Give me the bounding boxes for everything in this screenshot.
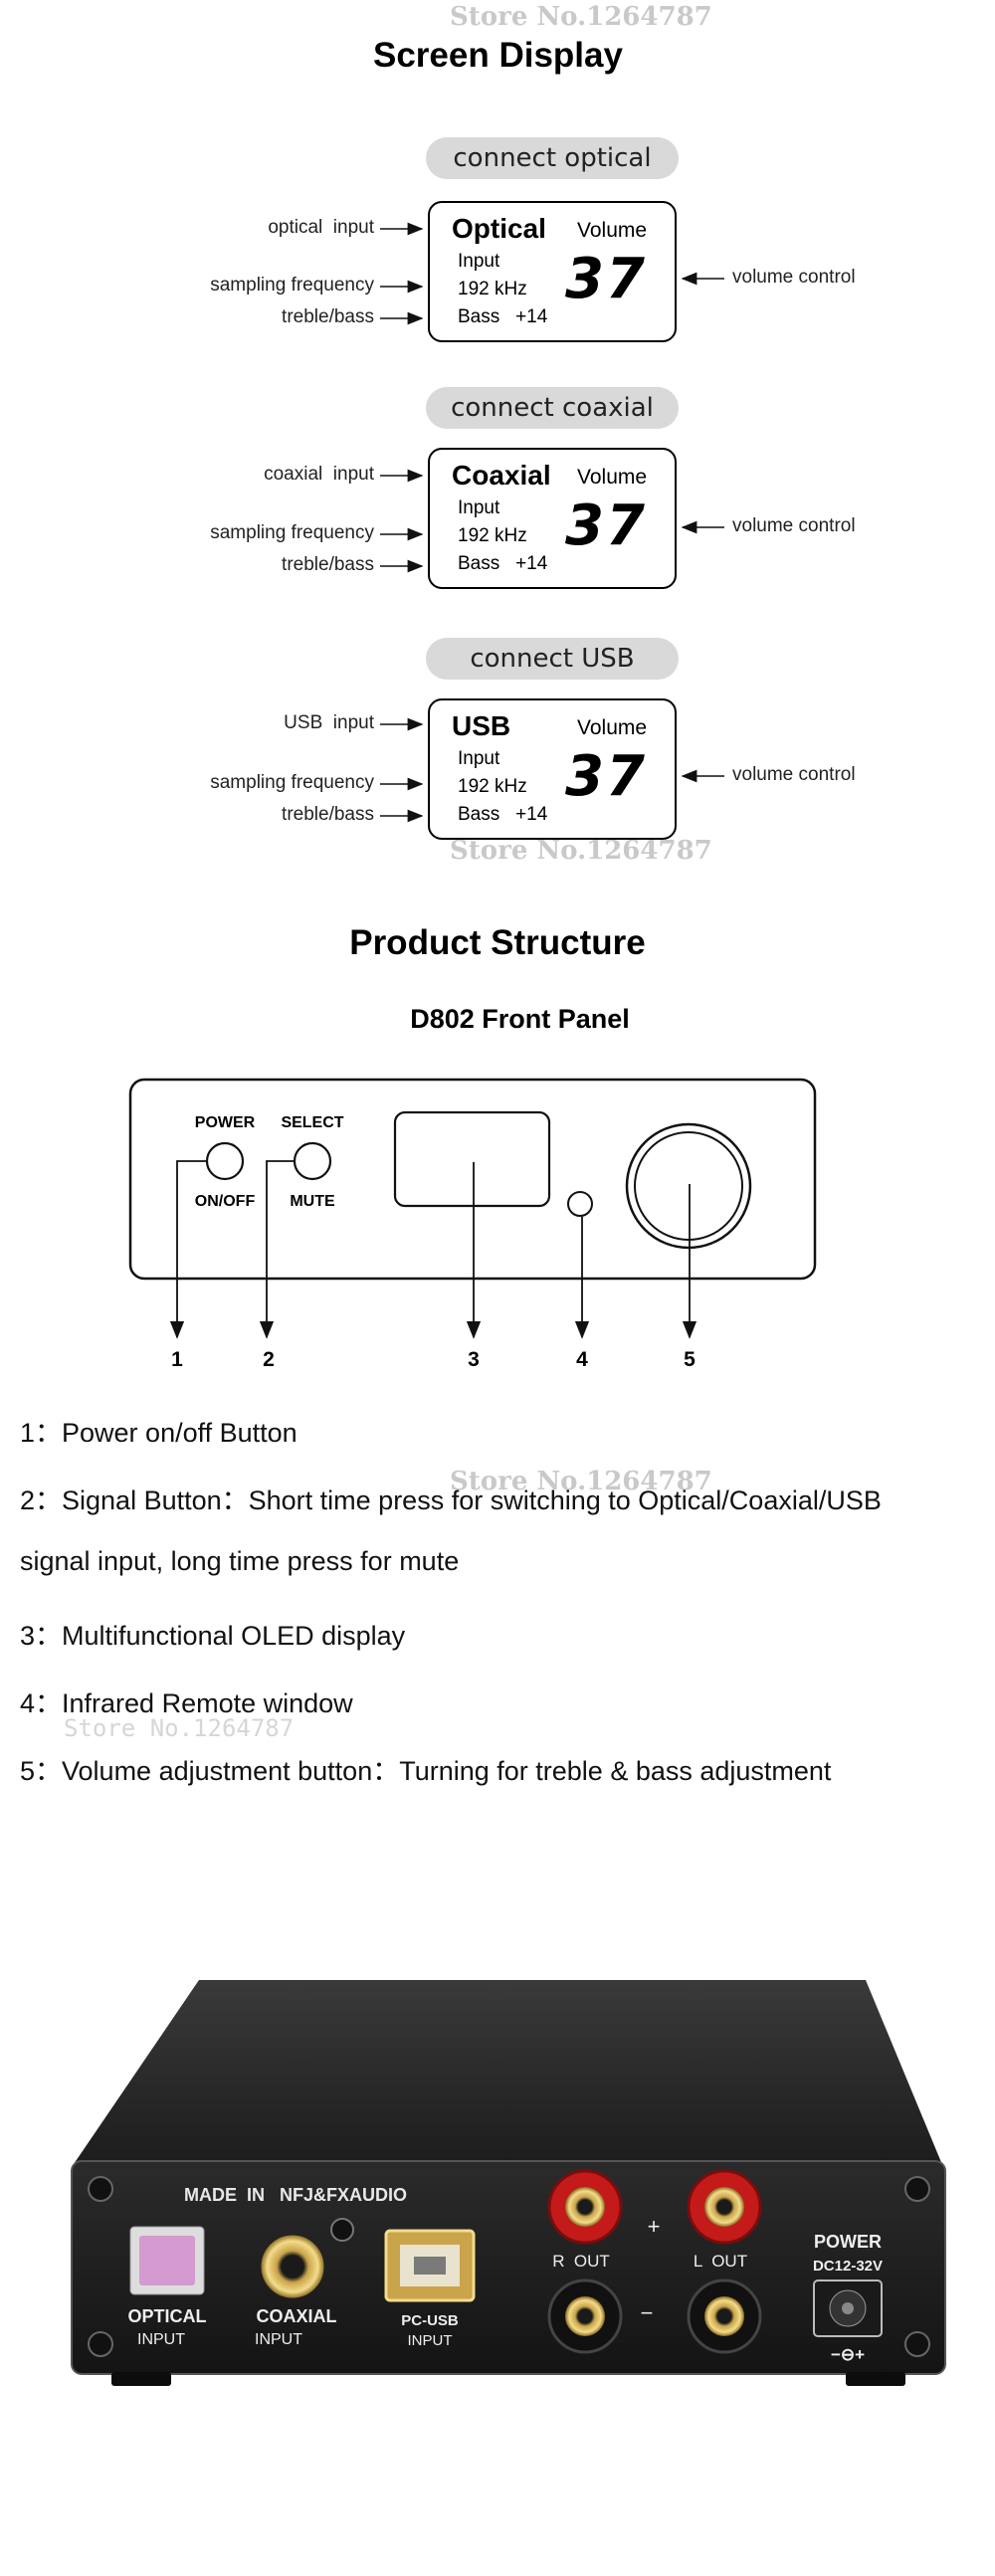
volume-knob <box>625 1122 752 1250</box>
power-label-rear: POWER <box>814 2232 882 2252</box>
screen-volume-label: Volume <box>577 219 648 242</box>
label-volume-control: volume control <box>732 764 856 785</box>
dc-voltage-label: DC12-32V <box>813 2258 883 2275</box>
screw-icon <box>904 2176 930 2202</box>
callout-1: 1 <box>171 1348 183 1371</box>
callout-4: 4 <box>576 1348 588 1371</box>
screen-mode-title: Coaxial <box>452 460 551 491</box>
label-sampling-frequency: sampling frequency <box>210 772 374 793</box>
oled-screen-usb: USB Volume Input 192 kHz Bass +14 37 <box>428 698 677 840</box>
foot-left <box>111 2372 171 2386</box>
oled-screen-coaxial: Coaxial Volume Input 192 kHz Bass +14 37 <box>428 448 677 589</box>
made-in-label: MADE IN NFJ&FXAUDIO <box>184 2185 407 2205</box>
usb-label: PC-USB <box>401 2312 459 2329</box>
screen-input-label: Input <box>458 497 500 518</box>
rear-panel-photo: MADE IN NFJ&FXAUDIO OPTICAL INPUT COAXIA… <box>71 1980 946 2386</box>
label-optical-input: optical input <box>268 217 374 238</box>
label-volume-control: volume control <box>732 515 856 536</box>
screen-volume-label: Volume <box>577 466 648 489</box>
label-volume-control: volume control <box>732 267 856 288</box>
r-out-label: R OUT <box>552 2252 610 2271</box>
l-out-label: L OUT <box>694 2252 747 2271</box>
screen-sample-rate: 192 kHz <box>458 279 527 299</box>
plus-label: + <box>648 2214 661 2239</box>
description-3: 3：Multifunctional OLED display <box>20 1621 406 1651</box>
ir-window <box>567 1191 593 1217</box>
screw-icon <box>330 2218 354 2242</box>
mute-label: MUTE <box>290 1193 335 1210</box>
callout-2: 2 <box>263 1348 275 1371</box>
label-sampling-frequency: sampling frequency <box>210 275 374 296</box>
callout-3: 3 <box>468 1348 480 1371</box>
screen-volume-value: 37 <box>565 247 647 311</box>
watermark: Store No.1264787 <box>450 1467 712 1496</box>
polarity-label: −⊖+ <box>831 2345 865 2364</box>
pill-connect-coaxial: connect coaxial <box>426 387 679 429</box>
usb-sub-label: INPUT <box>408 2332 453 2349</box>
watermark: Store No.1264787 <box>450 2 712 32</box>
optical-label: OPTICAL <box>128 2306 207 2326</box>
screen-bass-value: Bass +14 <box>458 306 548 327</box>
pill-connect-usb: connect USB <box>426 638 679 680</box>
minus-label: − <box>641 2300 654 2325</box>
description-2: 2：Signal Button：Short time press for swi… <box>20 1486 882 1515</box>
oled-screen-optical: Optical Volume Input 192 kHz Bass +14 37 <box>428 201 677 342</box>
power-button <box>205 1141 245 1181</box>
label-treble-bass: treble/bass <box>282 804 374 825</box>
label-sampling-frequency: sampling frequency <box>210 522 374 543</box>
screen-bass-value: Bass +14 <box>458 804 548 825</box>
coaxial-label: COAXIAL <box>257 2306 337 2326</box>
select-button <box>293 1141 332 1181</box>
label-treble-bass: treble/bass <box>282 306 374 327</box>
front-panel-diagram: POWER ON/OFF SELECT MUTE 1 2 3 4 5 <box>128 1078 817 1371</box>
description-1: 1：Power on/off Button <box>20 1418 298 1448</box>
coaxial-sub-label: INPUT <box>255 2331 302 2348</box>
callout-5: 5 <box>684 1348 696 1371</box>
description-2b: signal input, long time press for mute <box>20 1546 460 1576</box>
screen-volume-label: Volume <box>577 716 648 739</box>
optical-sub-label: INPUT <box>137 2331 185 2348</box>
foot-right <box>846 2372 905 2386</box>
coaxial-port <box>260 2234 325 2299</box>
select-label: SELECT <box>281 1114 343 1131</box>
section-title-product-structure: Product Structure <box>349 923 646 962</box>
label-coaxial-input: coaxial input <box>264 464 374 485</box>
annotation-arrows <box>380 222 724 823</box>
watermark: Store No.1264787 <box>450 836 712 866</box>
screen-input-label: Input <box>458 748 500 769</box>
pill-connect-optical: connect optical <box>426 137 679 179</box>
screen-bass-value: Bass +14 <box>458 553 548 574</box>
description-4: 4：Infrared Remote window <box>20 1688 353 1718</box>
chassis-top <box>72 1980 943 2167</box>
screw-icon <box>904 2331 930 2357</box>
label-usb-input: USB input <box>284 712 374 733</box>
screen-mode-title: USB <box>452 710 511 741</box>
front-panel-subtitle: D802 Front Panel <box>410 1004 630 1034</box>
screen-mode-title: Optical <box>452 213 546 244</box>
description-5: 5：Volume adjustment button：Turning for t… <box>20 1756 832 1786</box>
screen-sample-rate: 192 kHz <box>458 525 527 546</box>
onoff-label: ON/OFF <box>195 1193 256 1210</box>
watermark: Store No.1264787 <box>64 1714 295 1742</box>
label-treble-bass: treble/bass <box>282 554 374 575</box>
screen-sample-rate: 192 kHz <box>458 776 527 797</box>
screw-icon <box>88 2331 113 2357</box>
screen-volume-value: 37 <box>565 744 647 809</box>
volume-knob-inner <box>634 1131 743 1241</box>
power-label: POWER <box>195 1114 256 1131</box>
screw-icon <box>88 2176 113 2202</box>
screen-input-label: Input <box>458 251 500 272</box>
screen-volume-value: 37 <box>565 494 647 558</box>
oled-display-window <box>393 1110 551 1208</box>
section-title-screen-display: Screen Display <box>373 36 623 75</box>
